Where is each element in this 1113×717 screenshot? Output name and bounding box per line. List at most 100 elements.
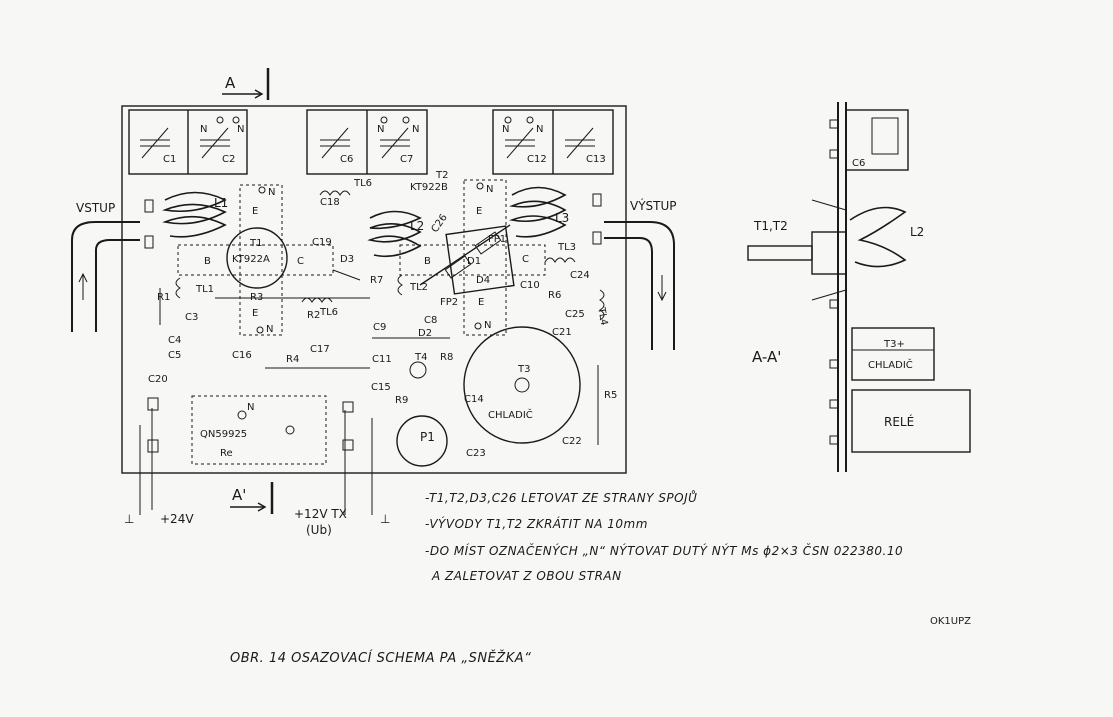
svg-text:C6: C6 bbox=[852, 158, 865, 169]
svg-text:T1,T2: T1,T2 bbox=[753, 219, 788, 233]
svg-text:T4: T4 bbox=[414, 352, 427, 363]
pcb-outline bbox=[121, 105, 627, 474]
svg-text:L2: L2 bbox=[910, 225, 924, 239]
svg-text:E: E bbox=[252, 206, 258, 217]
svg-text:TL6: TL6 bbox=[353, 178, 372, 189]
svg-text:R3: R3 bbox=[250, 292, 263, 303]
heatsink-t3: T3 CHLADIČ bbox=[463, 326, 581, 444]
side-view: C6 T1,T2 L2 T3+ CHLADIČ RELÉ bbox=[747, 102, 971, 472]
svg-text:C13: C13 bbox=[586, 154, 606, 165]
svg-text:C25: C25 bbox=[565, 309, 585, 320]
svg-text:C6: C6 bbox=[340, 154, 353, 165]
svg-text:N: N bbox=[200, 124, 207, 135]
svg-text:C26: C26 bbox=[430, 212, 450, 234]
choke-tl5: TL6 bbox=[319, 178, 372, 196]
svg-text:C20: C20 bbox=[148, 374, 168, 385]
svg-text:B: B bbox=[424, 256, 431, 267]
svg-text:C10: C10 bbox=[520, 280, 540, 291]
svg-text:C15: C15 bbox=[371, 382, 391, 393]
svg-text:-T1,T2,D3,C26 LETOVAT ZE STRAN: -T1,T2,D3,C26 LETOVAT ZE STRANY SPOJŮ bbox=[425, 490, 697, 505]
figure-caption: OBR. 14 OSAZOVACÍ SCHEMA PA „SNĚŽKA“ bbox=[230, 650, 531, 666]
svg-text:VÝSTUP: VÝSTUP bbox=[630, 198, 677, 213]
svg-text:L1: L1 bbox=[214, 196, 228, 210]
choke-tl6: TL6 bbox=[301, 297, 338, 318]
svg-text:C: C bbox=[297, 256, 304, 267]
svg-text:CHLADIČ: CHLADIČ bbox=[488, 408, 533, 421]
svg-text:C11: C11 bbox=[372, 354, 392, 365]
svg-text:R4: R4 bbox=[286, 354, 299, 365]
transistor-t1: N E B C E T1 KT922A N bbox=[177, 184, 334, 336]
svg-text:T3: T3 bbox=[517, 364, 530, 375]
svg-text:TL4: TL4 bbox=[595, 306, 609, 327]
svg-text:D2: D2 bbox=[418, 328, 432, 339]
svg-text:-VÝVODY T1,T2 ZKRÁTIT NA 10mm: -VÝVODY T1,T2 ZKRÁTIT NA 10mm bbox=[425, 516, 648, 531]
svg-text:C14: C14 bbox=[464, 394, 484, 405]
relay-footprint: N QN59925 Re bbox=[147, 395, 354, 465]
svg-text:C: C bbox=[522, 254, 529, 265]
svg-text:-DO MÍST OZNAČENÝCH „N“ NÝTOVA: -DO MÍST OZNAČENÝCH „N“ NÝTOVAT DUTÝ NÝT… bbox=[425, 543, 903, 558]
svg-text:T2: T2 bbox=[435, 170, 448, 181]
svg-text:C21: C21 bbox=[552, 327, 572, 338]
choke-tl2: TL2 bbox=[397, 274, 428, 296]
input-coax: VSTUP bbox=[71, 199, 154, 332]
svg-text:KT922A: KT922A bbox=[232, 254, 270, 265]
coil-l2: L2 bbox=[367, 210, 424, 258]
trimmer-box-c1-c2: C1 C2 N N bbox=[128, 109, 248, 175]
svg-text:C9: C9 bbox=[373, 322, 386, 333]
svg-text:E: E bbox=[478, 297, 484, 308]
svg-text:C19: C19 bbox=[312, 237, 332, 248]
section-mark-top: A bbox=[222, 68, 270, 100]
trimmer-box-c12-c13: C12 C13 N N bbox=[492, 109, 614, 175]
svg-text:⊥: ⊥ bbox=[380, 512, 390, 526]
svg-text:L2: L2 bbox=[410, 219, 424, 233]
svg-text:RELÉ: RELÉ bbox=[884, 414, 914, 429]
svg-text:N: N bbox=[266, 324, 273, 335]
supply-labels: ⊥ +24V +12V TX (Ub) ⊥ bbox=[124, 507, 390, 537]
svg-text:C16: C16 bbox=[232, 350, 252, 361]
transistor-t4: T4 bbox=[409, 352, 427, 379]
svg-text:N: N bbox=[377, 124, 384, 135]
trimmer-p1: P1 bbox=[396, 415, 448, 467]
author-mark: OK1UPZ bbox=[930, 616, 971, 627]
svg-text:C18: C18 bbox=[320, 197, 340, 208]
svg-text:C12: C12 bbox=[527, 154, 547, 165]
assembly-notes: -T1,T2,D3,C26 LETOVAT ZE STRANY SPOJŮ -V… bbox=[425, 490, 903, 583]
svg-text:C23: C23 bbox=[466, 448, 486, 459]
svg-text:N: N bbox=[486, 184, 493, 195]
traces bbox=[139, 269, 599, 515]
section-mark-bottom: A' bbox=[230, 482, 274, 514]
coil-l1: L1 bbox=[162, 191, 228, 238]
choke-tl4: TL4 bbox=[595, 289, 609, 327]
svg-text:R5: R5 bbox=[604, 390, 617, 401]
svg-text:C24: C24 bbox=[570, 270, 590, 281]
svg-text:E: E bbox=[252, 308, 258, 319]
section-label-side: A-A' bbox=[752, 348, 781, 366]
svg-text:L3: L3 bbox=[555, 211, 569, 225]
svg-text:P1: P1 bbox=[420, 430, 435, 444]
transistor-t2: N E B C E T2 KT922B N bbox=[399, 170, 546, 336]
svg-text:+24V: +24V bbox=[160, 512, 194, 526]
svg-text:N: N bbox=[237, 124, 244, 135]
trimmer-box-c6-c7: C6 C7 N N bbox=[306, 109, 428, 175]
svg-text:TL2: TL2 bbox=[409, 282, 428, 293]
svg-text:Re: Re bbox=[220, 448, 233, 459]
svg-text:R6: R6 bbox=[548, 290, 561, 301]
svg-text:E: E bbox=[476, 206, 482, 217]
svg-text:R8: R8 bbox=[440, 352, 453, 363]
svg-text:⊥: ⊥ bbox=[124, 512, 134, 526]
svg-text:C2: C2 bbox=[222, 154, 235, 165]
svg-text:FP1: FP1 bbox=[488, 234, 506, 245]
svg-text:C8: C8 bbox=[424, 315, 437, 326]
svg-text:QN59925: QN59925 bbox=[200, 429, 247, 440]
svg-text:R1: R1 bbox=[157, 292, 170, 303]
svg-text:T3+: T3+ bbox=[883, 339, 905, 350]
svg-text:N: N bbox=[484, 320, 491, 331]
svg-text:D1: D1 bbox=[467, 256, 481, 267]
svg-text:D4: D4 bbox=[476, 275, 490, 286]
svg-text:C22: C22 bbox=[562, 436, 582, 447]
svg-text:+12V TX: +12V TX bbox=[294, 507, 347, 521]
choke-tl3: TL3 bbox=[544, 242, 576, 263]
svg-text:C1: C1 bbox=[163, 154, 176, 165]
svg-text:C3: C3 bbox=[185, 312, 198, 323]
